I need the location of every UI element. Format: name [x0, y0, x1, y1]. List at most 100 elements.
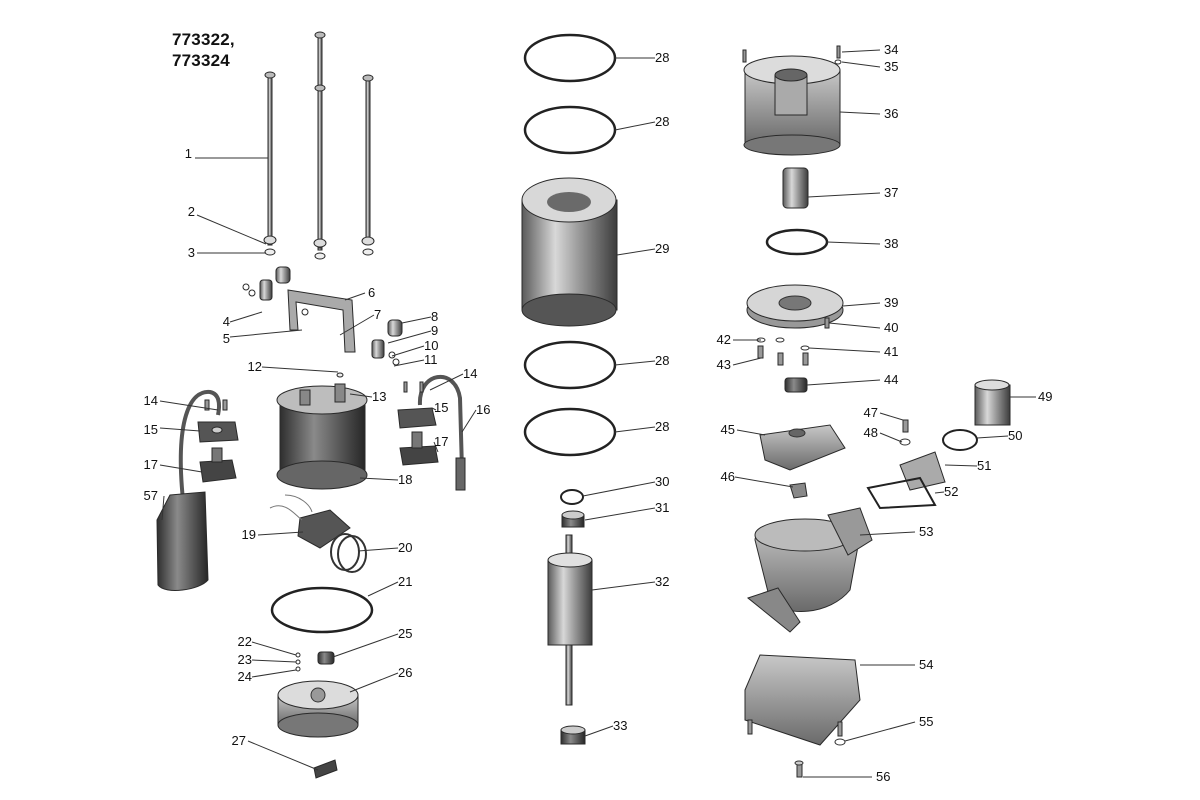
leader-line-15 — [431, 407, 437, 411]
motor-housing — [276, 372, 368, 490]
impeller-bushing — [784, 377, 808, 393]
base-fasteners — [794, 738, 846, 778]
o-ring-large — [270, 586, 374, 634]
callout-label-52: 52 — [944, 484, 958, 499]
leader-line-51 — [944, 464, 978, 467]
callout-label-45: 45 — [721, 422, 735, 437]
callout-label-47: 47 — [864, 405, 878, 420]
leader-line-41 — [808, 347, 881, 353]
callout-label-11: 11 — [424, 352, 438, 367]
leader-line-28 — [614, 360, 656, 366]
seal-plate — [746, 284, 844, 329]
callout-label-43: 43 — [717, 357, 731, 372]
callout-label-57: 57 — [144, 488, 158, 503]
callout-label-40: 40 — [884, 320, 898, 335]
leader-line-17 — [159, 464, 203, 473]
callout-label-18: 18 — [398, 472, 412, 487]
callout-label-53: 53 — [919, 524, 933, 539]
end-cover — [277, 651, 359, 738]
callout-label-37: 37 — [884, 185, 898, 200]
leader-line-35 — [841, 61, 881, 68]
callout-label-31: 31 — [655, 500, 669, 515]
leader-line-40 — [828, 322, 881, 329]
leader-line-45 — [736, 429, 766, 436]
leader-line-50 — [976, 435, 1009, 439]
leader-line-36 — [839, 111, 881, 115]
o-ring-28a — [523, 33, 617, 83]
leader-line-4 — [229, 311, 263, 323]
o-ring-28d — [523, 407, 617, 457]
callout-label-35: 35 — [884, 59, 898, 74]
callout-label-51: 51 — [977, 458, 991, 473]
callout-label-1: 1 — [185, 146, 192, 161]
callout-label-34: 34 — [884, 42, 898, 57]
callout-label-28: 28 — [655, 50, 669, 65]
callout-label-49: 49 — [1038, 389, 1052, 404]
leader-line-11 — [393, 359, 425, 367]
model-code-2: 773324 — [172, 51, 230, 70]
lower-bearing — [560, 725, 586, 745]
leader-line-47 — [879, 412, 904, 421]
leader-line-10 — [391, 345, 425, 357]
callout-label-32: 32 — [655, 574, 669, 589]
leader-line-12 — [261, 366, 339, 373]
seal-plate-fasteners — [756, 337, 810, 366]
leader-line-48 — [879, 432, 903, 443]
leader-line-26 — [349, 672, 399, 693]
callout-label-28: 28 — [655, 114, 669, 129]
callout-label-21: 21 — [398, 574, 412, 589]
leader-line-33 — [584, 725, 614, 737]
model-code-1: 773322, — [172, 30, 235, 49]
callout-label-36: 36 — [884, 106, 898, 121]
callout-label-28: 28 — [655, 353, 669, 368]
callout-label-20: 20 — [398, 540, 412, 555]
leader-line-28 — [614, 426, 656, 433]
callout-label-38: 38 — [884, 236, 898, 251]
callout-label-23: 23 — [238, 652, 252, 667]
callout-label-29: 29 — [655, 241, 669, 256]
mechanical-seal — [782, 167, 809, 209]
leader-line-52 — [934, 491, 945, 494]
discharge-nipple — [974, 379, 1011, 426]
leader-line-9 — [387, 330, 432, 344]
flange-gasket — [866, 476, 937, 510]
leader-line-53 — [859, 531, 916, 536]
upper-bearing — [561, 510, 585, 528]
callout-label-26: 26 — [398, 665, 412, 680]
callout-label-28: 28 — [655, 419, 669, 434]
leader-line-25 — [332, 633, 399, 658]
impeller — [759, 424, 846, 471]
pump-base-stand — [744, 654, 861, 746]
callout-label-2: 2 — [188, 204, 195, 219]
pump-volute — [746, 507, 873, 633]
callout-label-24: 24 — [238, 669, 252, 684]
leader-line-20 — [357, 547, 399, 552]
leader-line-21 — [367, 581, 399, 597]
leader-line-29 — [616, 248, 656, 256]
leader-line-18 — [359, 477, 399, 481]
leader-line-31 — [584, 507, 656, 521]
cable-bracket-assembly — [242, 266, 403, 366]
callout-label-15: 15 — [144, 422, 158, 437]
bearing-housing-top — [742, 45, 842, 156]
leader-line-7 — [339, 314, 375, 336]
callout-label-33: 33 — [613, 718, 627, 733]
callout-label-3: 3 — [188, 245, 195, 260]
callout-label-27: 27 — [232, 733, 246, 748]
callout-label-12: 12 — [248, 359, 262, 374]
callout-label-13: 13 — [372, 389, 386, 404]
leader-line-13 — [349, 393, 373, 398]
o-ring-28c — [523, 340, 617, 390]
leader-line-8 — [401, 316, 432, 324]
leader-line-37 — [807, 192, 881, 198]
capacitor — [269, 494, 367, 573]
leader-line-19 — [257, 531, 304, 536]
leader-line-57 — [161, 495, 165, 521]
rod-nuts-and-washers — [263, 235, 375, 260]
stator-sleeve — [521, 177, 618, 327]
callout-label-16: 16 — [476, 402, 490, 417]
power-cable-gland — [397, 374, 466, 491]
callout-label-15: 15 — [434, 400, 448, 415]
leader-line-34 — [841, 49, 881, 53]
